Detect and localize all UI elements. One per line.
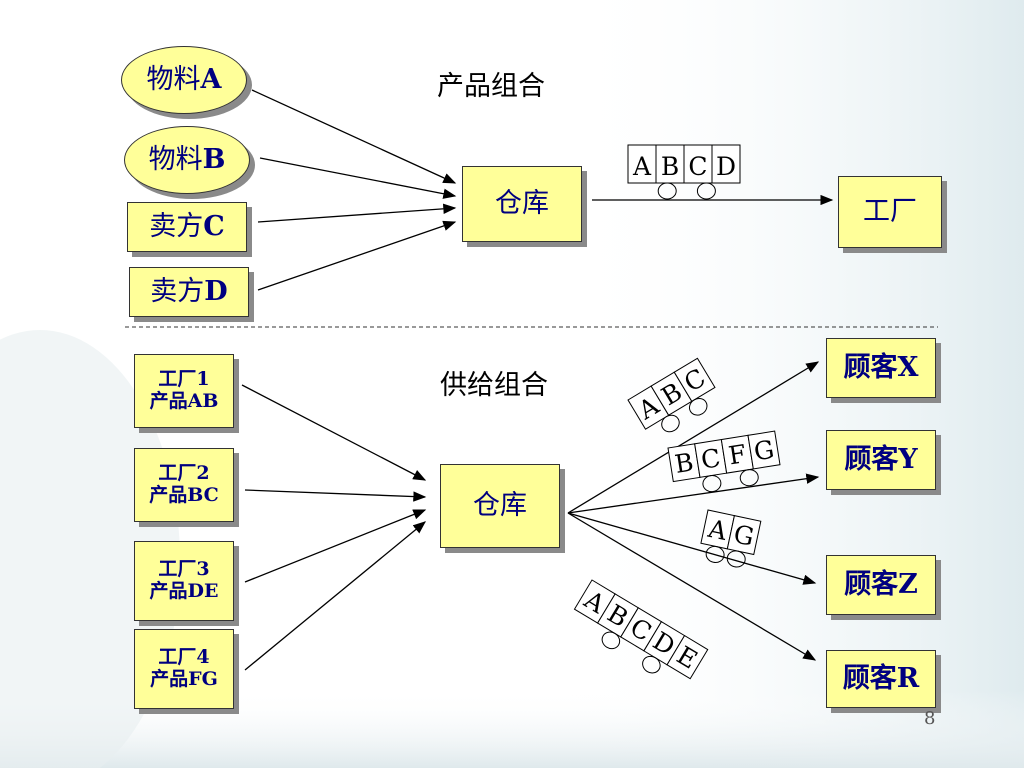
source-label: 卖方C xyxy=(149,211,225,243)
source-vendor-d: 卖方D xyxy=(129,267,249,317)
source-material-b: 物料B xyxy=(124,126,250,194)
customer-x: 顾客X xyxy=(826,338,936,398)
source-label: 物料A xyxy=(146,64,222,96)
source-label: 物料B xyxy=(148,144,226,176)
customer-y: 顾客Y xyxy=(826,430,936,490)
source-material-a: 物料A xyxy=(121,46,247,114)
warehouse-top: 仓库 xyxy=(462,166,582,242)
customer-r: 顾客R xyxy=(826,650,936,708)
warehouse-bottom: 仓库 xyxy=(440,464,560,548)
source-vendor-c: 卖方C xyxy=(127,202,247,252)
product-mix-title: 产品组合 xyxy=(437,71,545,102)
factory-node: 工厂 xyxy=(838,176,942,248)
page-number: 8 xyxy=(924,708,936,729)
supply-mix-title: 供给组合 xyxy=(440,370,548,401)
customer-z: 顾客Z xyxy=(826,555,936,615)
source-label: 卖方D xyxy=(150,276,228,308)
